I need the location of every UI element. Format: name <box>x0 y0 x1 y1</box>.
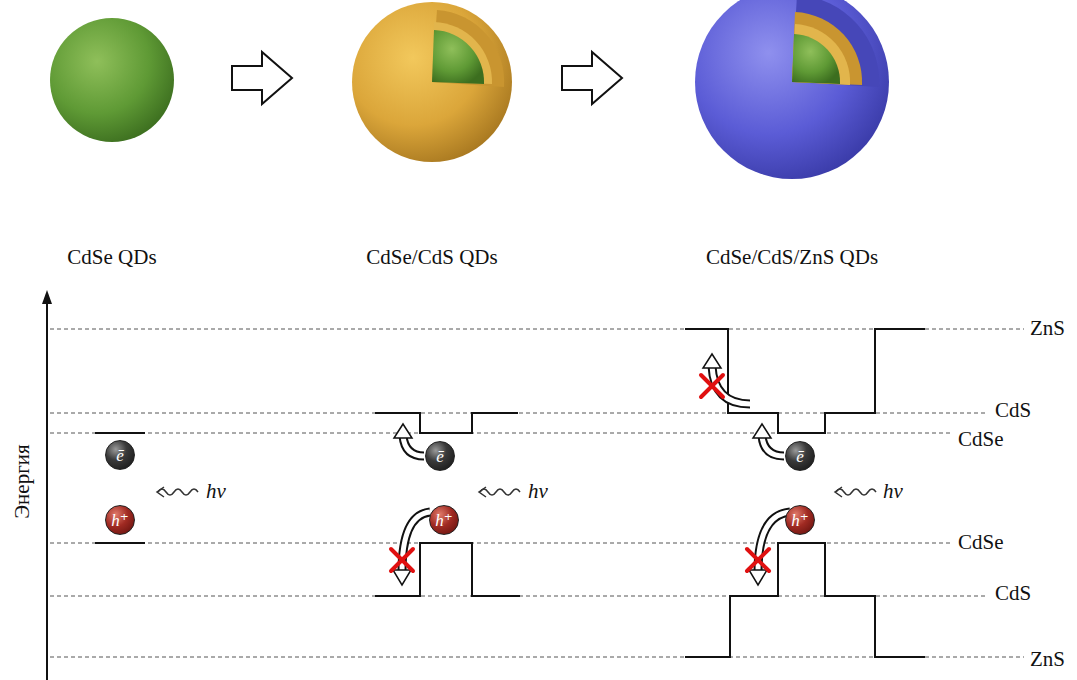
caption: CdSe QDs <box>67 246 156 269</box>
particle-symbol: ē <box>436 448 444 465</box>
caption: CdSe/CdS QDs <box>366 246 497 269</box>
cdse-cds-zns-sphere <box>695 0 889 179</box>
electron-ball: ē <box>425 441 455 471</box>
level-label: CdS <box>995 582 1031 605</box>
hole-ball: h⁺ <box>785 505 815 535</box>
axis-arrowhead <box>42 290 52 304</box>
particle-symbol: h⁺ <box>111 512 128 529</box>
block-arrow <box>232 52 292 104</box>
electron-ball: ē <box>785 441 815 471</box>
photon-waves <box>157 487 876 497</box>
energy-axis <box>46 298 48 680</box>
electron-ball: ē <box>105 440 135 470</box>
level-label: ZnS <box>1030 648 1065 671</box>
cdse-sphere <box>50 18 174 142</box>
transfer-arrows <box>393 354 790 585</box>
level-lines <box>50 329 1024 657</box>
particle-symbol: ē <box>796 448 804 465</box>
blocked-cross <box>391 375 769 571</box>
level-label: CdSe <box>958 531 1004 554</box>
particle-symbol: h⁺ <box>791 512 808 529</box>
band-profiles <box>95 329 925 657</box>
hole-ball: h⁺ <box>105 505 135 535</box>
block-arrow <box>562 52 622 104</box>
particle-symbol: ē <box>116 447 124 464</box>
cdse-cds-sphere <box>352 2 512 162</box>
photon-label: hν <box>883 480 903 503</box>
level-label: ZnS <box>1030 317 1065 340</box>
hole-ball: h⁺ <box>429 505 459 535</box>
axis-title: Энергия <box>10 445 33 519</box>
particle-symbol: h⁺ <box>435 512 452 529</box>
level-label: CdSe <box>958 428 1004 451</box>
caption: CdSe/CdS/ZnS QDs <box>706 246 878 269</box>
photon-label: hν <box>528 480 548 503</box>
photon-label: hν <box>206 480 226 503</box>
level-label: CdS <box>995 399 1031 422</box>
